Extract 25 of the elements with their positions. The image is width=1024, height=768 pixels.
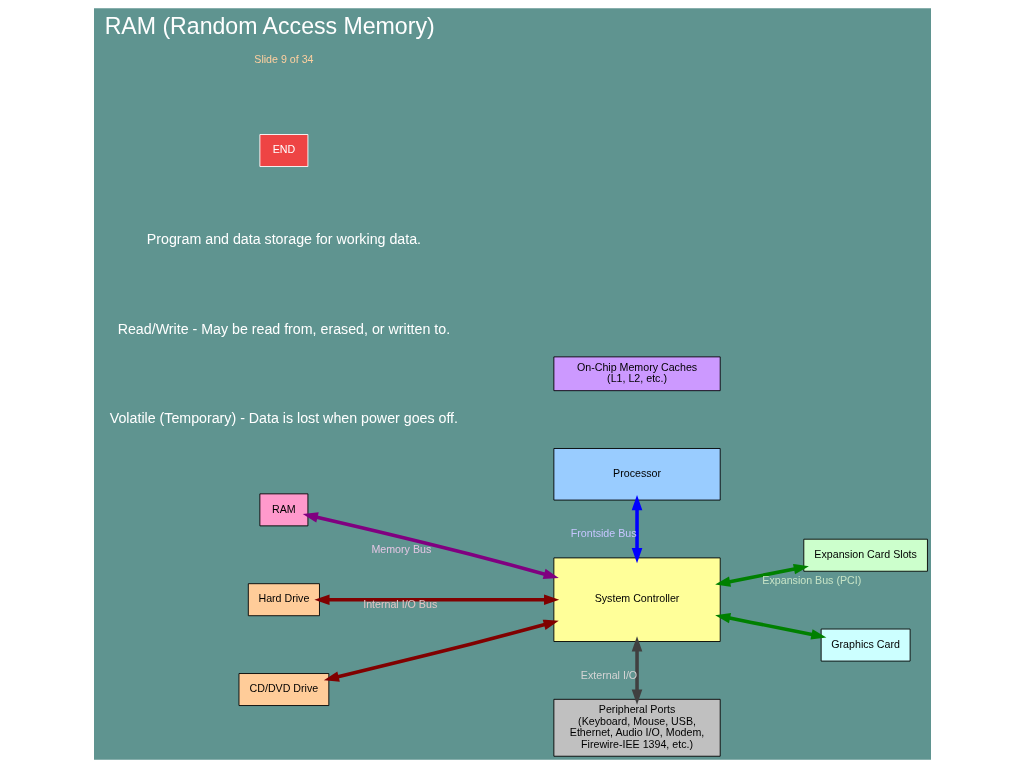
node-box: Expansion Card Slots <box>802 538 928 572</box>
node-box: Processor <box>552 448 721 501</box>
label: Slide 9 of 34 <box>253 53 314 66</box>
arrow <box>714 612 826 640</box>
node-box: On-Chip Memory Caches (L1, L2, etc.) <box>552 356 721 392</box>
arrow <box>631 495 642 564</box>
node-box: RAM <box>258 493 308 527</box>
arrow <box>631 636 642 705</box>
arrow <box>313 594 559 605</box>
diagram-title: RAM (Random Access Memory) <box>104 12 435 39</box>
arrow <box>323 619 559 682</box>
edge-label: Expansion Bus (PCI) <box>761 573 861 586</box>
node-box: Peripheral Ports (Keyboard, Mouse, USB, Ethernet, Audio I/O, Modem, Firewire-IEE 1394, etc.) <box>552 698 721 757</box>
node-box: Hard Drive <box>247 583 320 617</box>
arrow <box>302 512 559 580</box>
node-box: Graphics Card <box>820 628 911 662</box>
edge-label: Internal I/O Bus <box>362 598 437 611</box>
node-box: CD/DVD Drive <box>238 673 329 706</box>
label: Read/Write - May be read from, erased, or written to. <box>117 320 450 337</box>
edge-label: Memory Bus <box>370 543 431 556</box>
label: Program and data storage for working data. <box>146 230 421 247</box>
arrow <box>714 563 809 587</box>
node-box: System Controller <box>552 557 721 642</box>
label: END <box>272 143 295 156</box>
label: Volatile (Temporary) - Data is lost when power goes off. <box>109 410 458 427</box>
